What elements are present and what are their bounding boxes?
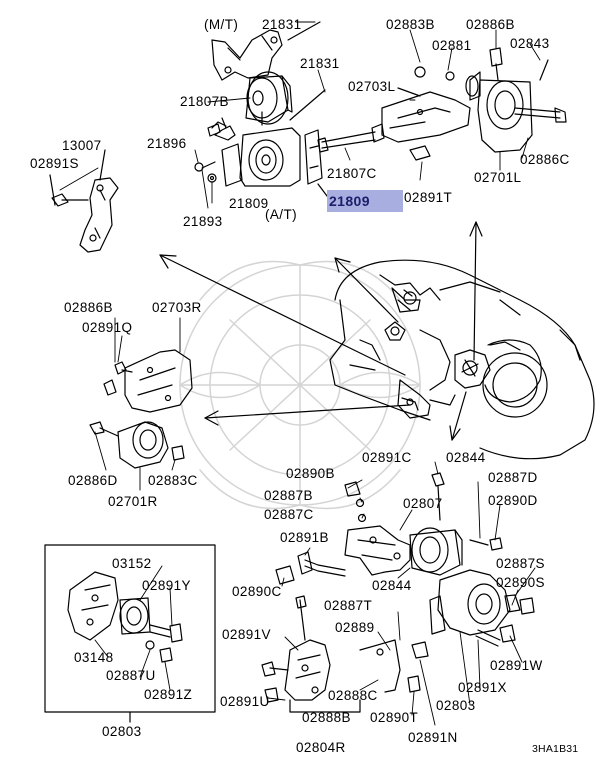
label-02887d: 02887D: [488, 470, 538, 485]
bracket-02703r: [103, 349, 193, 413]
label-02887b: 02887B: [264, 488, 313, 503]
label-02844-top: 02844: [446, 450, 486, 465]
label-21893: 21893: [183, 214, 223, 229]
label-13007: 13007: [62, 138, 102, 153]
label-02883b: 02883B: [386, 17, 435, 32]
label-02703r: 02703R: [152, 300, 202, 315]
label-02886c: 02886C: [520, 152, 570, 167]
label-02887c: 02887C: [264, 507, 314, 522]
label-02881: 02881: [432, 38, 472, 53]
label-02803-box: 02803: [102, 724, 142, 739]
label-02887t: 02887T: [324, 598, 373, 613]
label-02889: 02889: [335, 620, 375, 635]
label-02807: 02807: [403, 496, 443, 511]
label-02891w: 02891W: [490, 658, 543, 673]
label-02890d: 02890D: [488, 493, 538, 508]
label-02804r: 02804R: [296, 740, 346, 755]
label-02888b: 02888B: [302, 710, 351, 725]
label-02891u: 02891U: [220, 694, 270, 709]
label-02890c: 02890C: [232, 584, 282, 599]
label-02843: 02843: [510, 36, 550, 51]
at-mount: [194, 89, 331, 201]
label-03152: 03152: [112, 556, 152, 571]
mount-02701l: [414, 47, 567, 153]
mt-mount-bracket: [211, 21, 321, 141]
label-at: (A/T): [265, 207, 297, 222]
label-02886b-mid: 02886B: [64, 300, 113, 315]
reference-code: 3HA1B31: [532, 743, 579, 755]
label-02701r: 02701R: [108, 494, 158, 509]
label-02891t: 02891T: [404, 190, 453, 205]
label-02701l: 02701L: [474, 170, 522, 185]
label-21807c: 21807C: [327, 166, 377, 181]
label-02803: 02803: [436, 698, 476, 713]
pointer-arrows: [159, 221, 483, 441]
label-02891x: 02891X: [458, 680, 507, 695]
label-02891c: 02891C: [362, 450, 412, 465]
label-03148: 03148: [74, 650, 114, 665]
leader-lines: [59, 21, 541, 726]
label-21809: 21809: [229, 196, 269, 211]
label-02886b-top: 02886B: [466, 17, 515, 32]
mount-02701r: [89, 421, 185, 469]
label-21809-highlight[interactable]: 21809: [327, 190, 403, 212]
bracket-02804r: [261, 595, 429, 713]
label-02890t: 02890T: [370, 710, 419, 725]
label-02890s: 02890S: [496, 575, 545, 590]
label-02891s: 02891S: [30, 156, 79, 171]
label-02891b: 02891B: [280, 530, 329, 545]
bracket-02807: [275, 472, 503, 585]
label-02887s: 02887S: [496, 556, 545, 571]
label-02887u: 02887U: [106, 668, 156, 683]
mount-02803-right: [429, 569, 535, 647]
bracket-13007: [49, 149, 119, 253]
label-02888c: 02888C: [328, 688, 378, 703]
engine-assembly-sketch: [329, 259, 595, 460]
label-02886d: 02886D: [68, 473, 118, 488]
label-02891q: 02891Q: [82, 320, 133, 335]
watermark-emblem: [179, 260, 421, 510]
bracket-02703l: [317, 87, 471, 161]
label-21831-at: 21831: [300, 56, 340, 71]
label-21807b: 21807B: [180, 94, 229, 109]
label-02844-bottom: 02844: [372, 578, 412, 593]
label-21896: 21896: [147, 136, 187, 151]
label-02891y: 02891Y: [142, 578, 191, 593]
label-mt: (M/T): [204, 17, 239, 32]
label-21831-mt: 21831: [262, 17, 302, 32]
label-02883c: 02883C: [148, 473, 198, 488]
label-02891v: 02891V: [222, 627, 271, 642]
label-02890b: 02890B: [286, 466, 335, 481]
label-02891z: 02891Z: [144, 687, 193, 702]
label-02891n: 02891N: [408, 730, 458, 745]
boxed-group-02803: [44, 544, 216, 723]
label-02703l: 02703L: [348, 79, 396, 94]
